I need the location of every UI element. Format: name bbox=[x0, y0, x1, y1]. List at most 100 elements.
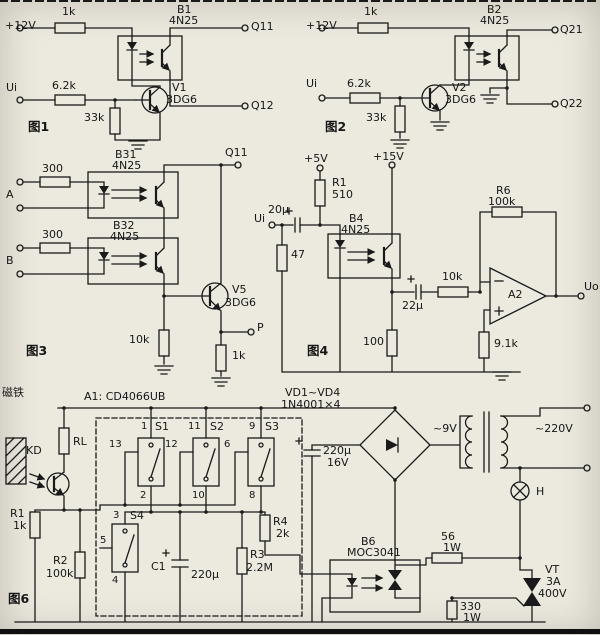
fig6-triac-name-label: VT bbox=[545, 563, 560, 576]
plus-sign bbox=[494, 306, 504, 316]
fig3-transistor-name-label: V5 bbox=[232, 283, 247, 296]
resistor-56 bbox=[431, 552, 463, 564]
fig6-diodes-type-label: 1N4001×4 bbox=[281, 398, 341, 411]
photodetector-kd bbox=[29, 471, 70, 496]
fig6-s3-ctrl-pin: 6 bbox=[224, 439, 231, 450]
fig6-triac-voltage-label: 400V bbox=[538, 587, 567, 600]
plus-sign bbox=[407, 275, 415, 283]
analog-switch-s1 bbox=[137, 437, 165, 487]
fig3-q11-label: Q11 bbox=[225, 146, 248, 159]
terminal-a1 bbox=[16, 178, 24, 186]
fig4-r-gnd-label: 100 bbox=[363, 335, 384, 348]
fig3-r-emitter-label: 1k bbox=[232, 349, 246, 362]
junction-dot bbox=[505, 86, 509, 90]
fig6-s4-ctrl-pin: 5 bbox=[100, 535, 107, 546]
plus-sign bbox=[285, 207, 293, 215]
resistor-100 bbox=[386, 329, 398, 357]
fig6-s2-out-pin: 10 bbox=[192, 490, 205, 501]
optocoupler-b31 bbox=[87, 171, 179, 219]
fig3-in-b-label: B bbox=[6, 254, 14, 267]
bridge-rectifier bbox=[359, 409, 431, 481]
fig1-transistor-name-label: V1 bbox=[172, 81, 187, 94]
fig2-circuit bbox=[318, 22, 559, 149]
fig6-circuit bbox=[5, 404, 591, 623]
fig2-vcc-label: +12V bbox=[306, 19, 337, 32]
resistor-10k bbox=[437, 286, 469, 298]
fig6-ac-mains-label: ~220V bbox=[535, 422, 573, 435]
fig6-s3-out-pin: 8 bbox=[249, 490, 256, 501]
scan-edge-bottom bbox=[0, 629, 600, 634]
junction-dot bbox=[398, 96, 402, 100]
resistor-100k-feedback bbox=[491, 206, 523, 218]
fig6-s4-name: S4 bbox=[130, 509, 144, 522]
optocoupler-b4 bbox=[327, 233, 401, 279]
optocoupler-b2 bbox=[454, 35, 520, 81]
resistor-r2 bbox=[74, 551, 86, 579]
fig2-wires bbox=[324, 27, 553, 139]
fig3-r-b-label: 300 bbox=[42, 228, 63, 241]
fig6-opto-type-label: MOC3041 bbox=[347, 546, 401, 559]
fig6-ac-secondary-label: ~9V bbox=[433, 422, 457, 435]
fig3-r-a-label: 300 bbox=[42, 162, 63, 175]
resistor-9k1 bbox=[478, 331, 490, 359]
fig2-opto-name-label: B2 bbox=[487, 3, 502, 16]
fig6-r3-val-label: 2.2M bbox=[246, 561, 273, 574]
fig1-opto-name-label: B1 bbox=[177, 3, 192, 16]
resistor-330 bbox=[446, 600, 458, 620]
fig2-input-label: Ui bbox=[306, 77, 318, 90]
fig6-r-load-label: RL bbox=[73, 435, 87, 448]
fig6-r4-name-label: R4 bbox=[273, 515, 288, 528]
fig2-opto-type-label: 4N25 bbox=[480, 14, 510, 27]
fig6-s3-in-pin: 9 bbox=[249, 421, 256, 432]
terminal-q22 bbox=[551, 100, 559, 108]
fig2-transistor-name-label: V2 bbox=[452, 81, 467, 94]
fig4-r-fb-name-label: R6 bbox=[496, 184, 511, 197]
fig6-s2-in-pin: 11 bbox=[188, 421, 201, 432]
opamp-a2 bbox=[489, 266, 548, 326]
fig6-s2-ctrl-pin: 12 bbox=[165, 439, 178, 450]
fig4-c-out-label: 22μ bbox=[402, 299, 423, 312]
terminal-q11 bbox=[241, 24, 249, 32]
analog-switch-s2 bbox=[192, 437, 220, 487]
junction-dot bbox=[162, 294, 166, 298]
optocoupler-b6 bbox=[321, 559, 421, 623]
triac-vt bbox=[523, 578, 541, 606]
fig3-in-a-label: A bbox=[6, 188, 14, 201]
fig6-r1-val-label: 1k bbox=[13, 519, 27, 532]
fig4-circuit bbox=[268, 161, 585, 381]
terminal-ui bbox=[268, 221, 276, 229]
terminal-5v bbox=[316, 164, 324, 172]
fig6-r2-val-label: 100k bbox=[46, 567, 74, 580]
terminal-mains-top bbox=[583, 404, 591, 412]
fig6-s1-name: S1 bbox=[155, 420, 169, 433]
fig4-output-label: Uo bbox=[584, 280, 599, 293]
ground-icon bbox=[211, 377, 231, 387]
ground-icon bbox=[154, 365, 174, 375]
fig4-r-series-label: 10k bbox=[442, 270, 463, 283]
terminal-mains-bottom bbox=[583, 464, 591, 472]
terminal-a2 bbox=[16, 204, 24, 212]
fig3-r-base-gnd-label: 10k bbox=[129, 333, 150, 346]
fig6-r6-val-label: 330 bbox=[460, 600, 481, 613]
fig6-s2-name: S2 bbox=[210, 420, 224, 433]
optocoupler-b1 bbox=[117, 35, 183, 81]
terminal-q11 bbox=[234, 161, 242, 169]
fig4-r-noninv-label: 9.1k bbox=[494, 337, 518, 350]
fig4-vcc-led-label: +5V bbox=[304, 152, 328, 165]
resistor-r1 bbox=[29, 511, 41, 539]
resistor-1k bbox=[215, 344, 227, 372]
fig6-r5-val-label: 56 bbox=[441, 530, 455, 543]
fig1-r-top-label: 1k bbox=[62, 5, 76, 18]
ground-icon bbox=[492, 371, 512, 381]
fig6-triac-current-label: 3A bbox=[546, 575, 561, 588]
fig4-r1-val-label: 510 bbox=[332, 188, 353, 201]
fig6-r1-name-label: R1 bbox=[10, 507, 25, 520]
resistor-33k bbox=[109, 107, 121, 135]
fig1-opto-type-label: 4N25 bbox=[169, 14, 199, 27]
fig1-vcc-label: +12V bbox=[5, 19, 36, 32]
junction-dot bbox=[478, 290, 482, 294]
fig3-opto1-type-label: 4N25 bbox=[112, 159, 142, 172]
fig2-caption: 图2 bbox=[325, 119, 347, 134]
fig1-circuit bbox=[16, 22, 249, 150]
resistor-300a bbox=[39, 176, 71, 188]
